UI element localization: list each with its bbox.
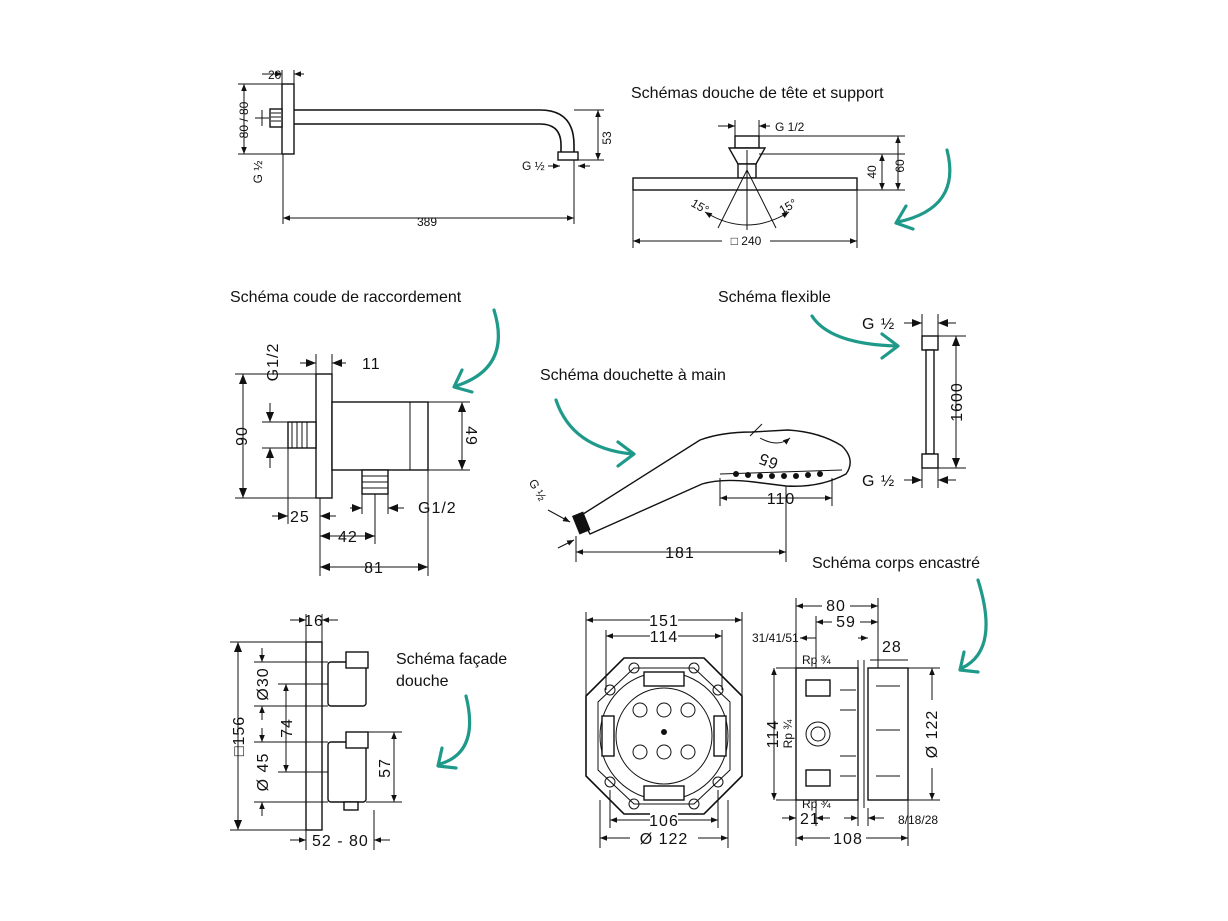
box-side-rp-bottom: Rp ¾: [802, 797, 832, 811]
caption-body: Schéma corps encastré: [812, 555, 980, 572]
box-side-drawing: 80 59 31/41/51 28 Rp ¾ 114 Rp ¾ Ø 122 Rp…: [752, 598, 941, 848]
head-dim-240: □ 240: [731, 234, 762, 248]
head-angle-right: 15°: [777, 196, 800, 217]
box-side-dim-28: 28: [882, 639, 902, 656]
caption-facade-line1: Schéma façade: [396, 651, 507, 668]
hose-dim-1600: 1600: [949, 382, 966, 422]
head-shower-drawing: G 1/2 40 60 15° 15° □ 240: [632, 120, 907, 248]
facade-drawing: 16 □156 Ø30 74 Ø 45 57 52 - 80: [230, 613, 402, 850]
arm-dim-53: 53: [600, 131, 614, 145]
head-dim-40: 40: [865, 165, 879, 179]
caption-hose: Schéma flexible: [718, 289, 831, 306]
box-front-dim-114: 114: [650, 629, 679, 646]
facade-dim-57: 57: [377, 758, 394, 778]
arrowhead-elbow: [452, 368, 474, 394]
box-front-dim-106: 106: [649, 813, 679, 830]
box-side-dim-8-18-28: 8/18/28: [898, 813, 938, 827]
box-side-dim-114: 114: [765, 720, 782, 749]
shower-arm-drawing: 20 80 / 80 G ½ 389 53 G ½: [237, 68, 614, 229]
head-dim-60: 60: [893, 159, 907, 173]
hand-dim-181: 181: [665, 545, 695, 562]
box-side-rp-middle: Rp ¾: [781, 719, 795, 749]
box-side-rp-top: Rp ¾: [802, 653, 832, 667]
box-side-dim-21: 21: [800, 811, 820, 828]
arrow-hand-shower: [554, 398, 634, 456]
facade-dim-16: 16: [304, 613, 324, 630]
arrow-body: [960, 578, 988, 670]
head-dim-thread: G 1/2: [775, 120, 805, 134]
arm-dim-thread-outlet: G ½: [522, 159, 545, 173]
elbow-dim-25: 25: [290, 509, 310, 526]
box-front-drawing: 151 114 106 Ø 122: [585, 612, 743, 848]
arm-dim-20: 20: [268, 68, 282, 82]
arrowhead-body: [958, 650, 980, 674]
elbow-dim-thread-bottom: G1/2: [418, 500, 457, 517]
arrowhead-head-shower: [894, 204, 915, 231]
box-side-dim-122: Ø 122: [924, 710, 941, 759]
box-front-dim-151: 151: [649, 613, 679, 630]
box-side-dim-80: 80: [826, 598, 846, 615]
hand-dim-thread: G ½: [526, 477, 549, 504]
elbow-dim-thread-top: G1/2: [265, 343, 282, 382]
elbow-drawing: G1/2 11 90 49 25 42 G1/2 81: [234, 343, 479, 577]
caption-head-shower: Schémas douche de tête et support: [631, 85, 884, 102]
facade-dim-45: Ø 45: [255, 753, 272, 792]
hose-dim-thread-bottom: G ½: [862, 473, 895, 490]
arrow-hose: [810, 314, 898, 348]
arrowhead-hand-shower: [616, 440, 636, 468]
hose-drawing: G ½ 1600 G ½: [862, 314, 966, 490]
facade-dim-156: □156: [231, 716, 248, 756]
arrowhead-facade: [436, 746, 458, 770]
caption-hand-shower: Schéma douchette à main: [540, 367, 726, 384]
box-side-dim-108: 108: [833, 831, 863, 848]
arrow-facade: [438, 694, 472, 766]
facade-dim-30: Ø30: [255, 667, 272, 700]
box-front-dim-122: Ø 122: [640, 831, 689, 848]
arrowhead-hose: [880, 332, 900, 360]
box-side-dim-59: 59: [836, 614, 856, 631]
elbow-dim-11: 11: [362, 356, 381, 373]
elbow-dim-49: 49: [462, 426, 479, 446]
caption-elbow: Schéma coude de raccordement: [230, 289, 462, 306]
hand-dim-110: 110: [767, 491, 796, 508]
facade-dim-52-80: 52 - 80: [312, 833, 369, 850]
arrow-head-shower: [896, 148, 952, 224]
hand-dim-65: 65: [756, 449, 780, 472]
arrow-elbow: [454, 308, 500, 388]
arm-dim-389: 389: [417, 215, 437, 229]
hand-shower-drawing: 65 G ½ 110 181: [526, 423, 851, 562]
elbow-dim-42: 42: [338, 529, 358, 546]
hose-dim-thread-top: G ½: [862, 316, 895, 333]
box-side-dim-31-41-51: 31/41/51: [752, 631, 799, 645]
arm-dim-80-80: 80 / 80: [237, 101, 251, 138]
elbow-dim-81: 81: [364, 560, 384, 577]
arm-dim-thread: G ½: [251, 161, 265, 184]
facade-dim-74: 74: [279, 718, 296, 738]
elbow-dim-90: 90: [234, 426, 251, 446]
caption-facade-line2: douche: [396, 673, 449, 690]
